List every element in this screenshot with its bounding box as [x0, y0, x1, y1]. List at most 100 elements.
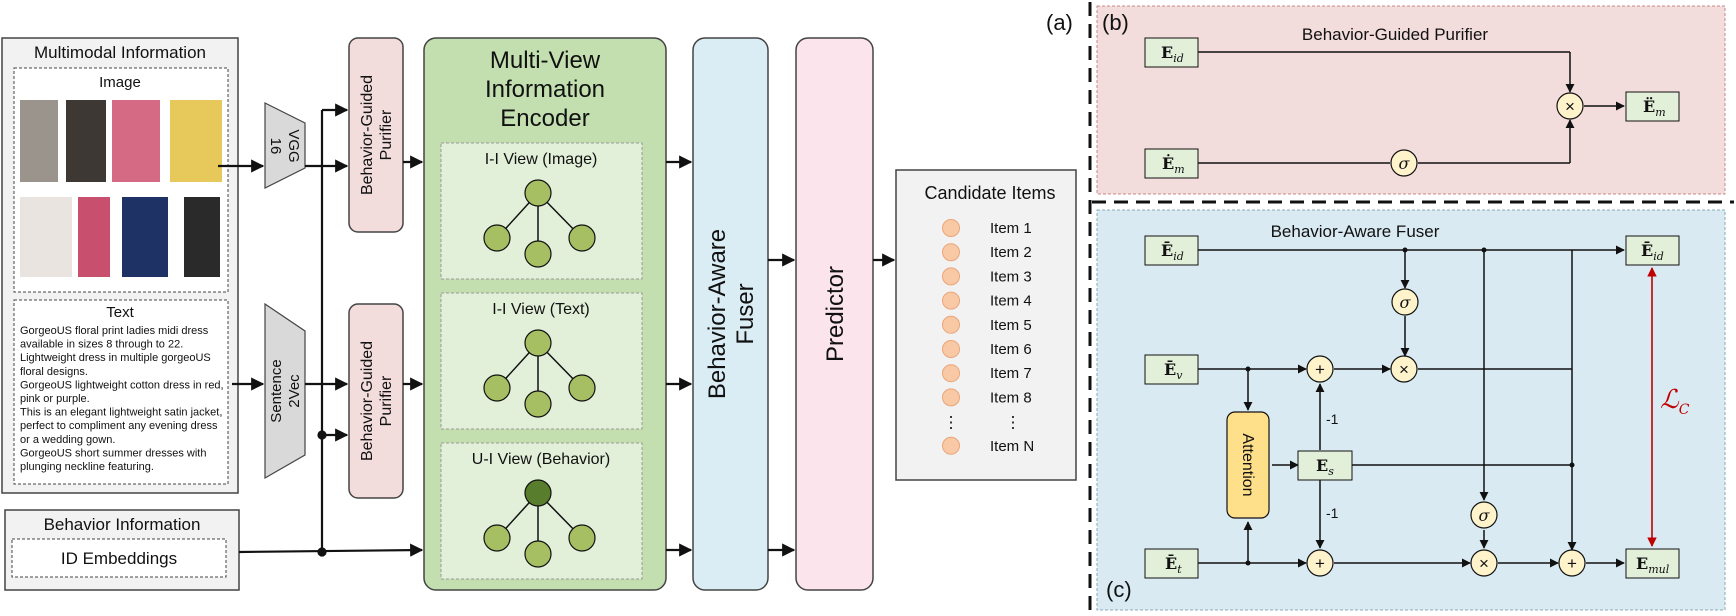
behavior-aware-fuser: Behavior-AwareFuser	[692, 37, 769, 591]
product-image-3	[112, 100, 160, 182]
svg-text:σ: σ	[1399, 154, 1411, 173]
sentence2vec-label: Sentence2Vec	[268, 359, 303, 422]
candidate-item-dot	[942, 388, 960, 407]
candidate-item-label: Item 3	[990, 268, 1032, 285]
text-description-line: This is an elegant lightweight satin jac…	[20, 407, 222, 419]
predictor-label: Predictor	[822, 266, 849, 362]
sentence2vec-extractor: Sentence2Vec	[264, 302, 306, 480]
candidate-item-dot	[942, 340, 960, 358]
panel-c-title: Behavior-Aware Fuser	[1271, 222, 1440, 241]
view-text-label: I-I View (Text)	[492, 301, 590, 318]
text-description-line: perfect to compliment any evening dress	[20, 420, 218, 432]
product-image-4	[170, 100, 222, 182]
svg-text:Emul: Emul	[1636, 554, 1670, 576]
product-image-1	[20, 100, 58, 182]
svg-text:Ëm: Ëm	[1643, 96, 1666, 119]
image-section-title: Image	[99, 74, 141, 91]
vgg-label: VGG16	[267, 129, 302, 162]
encoder-title-line3: Encoder	[500, 105, 589, 132]
c-e-mul-box: Emul	[1625, 548, 1680, 579]
panel-b-purifier-detail: (b) Behavior-Guided Purifier Eid Ėm Ëm ×	[1096, 5, 1726, 195]
svg-text:Ēid: Ēid	[1641, 240, 1664, 263]
panel-label-b: (b)	[1102, 10, 1129, 35]
candidate-item-label: Item 5	[990, 317, 1032, 334]
text-description-lines: GorgeoUS floral print ladies midi dressa…	[20, 325, 224, 473]
graph-icon-behavior	[483, 479, 596, 568]
product-image-6	[78, 197, 110, 277]
text-section-title: Text	[106, 304, 134, 321]
panel-separators	[1088, 2, 1734, 614]
view-image-label: I-I View (Image)	[485, 151, 598, 168]
main-flow-arrows	[218, 103, 896, 557]
text-description-line: floral designs.	[20, 366, 88, 378]
graph-icon-text	[483, 329, 596, 418]
candidate-item-dot	[942, 436, 960, 455]
b-e-m-box: Ėm	[1144, 148, 1199, 179]
svg-text:×: ×	[1565, 97, 1575, 116]
multi-view-information-encoder: Multi-View Information Encoder I-I View …	[423, 37, 667, 591]
panel-c-fuser-detail: (c) Behavior-Aware Fuser	[1096, 209, 1726, 611]
svg-text:Ėm: Ėm	[1162, 153, 1185, 176]
c-e-id-out-box: Ēid	[1625, 235, 1680, 266]
vgg16-extractor: VGG16	[264, 102, 306, 189]
candidate-item-dot	[942, 291, 960, 310]
product-image-thumbnails	[20, 100, 222, 277]
candidate-item-label: Item 7	[990, 365, 1032, 382]
minus-one-upper: -1	[1326, 411, 1339, 427]
svg-text:Ēt: Ēt	[1165, 553, 1182, 576]
c-plus-final: +	[1558, 549, 1586, 577]
candidate-item-dot	[942, 364, 960, 383]
encoder-title-line1: Multi-View	[490, 47, 601, 74]
candidate-items-title: Candidate Items	[924, 183, 1055, 203]
candidate-item-label: Item N	[990, 438, 1034, 455]
c-e-t-box: Ēt	[1144, 548, 1199, 579]
svg-text:ℒC: ℒC	[1660, 385, 1690, 418]
svg-text:Attention: Attention	[1239, 433, 1256, 496]
candidate-item-label: Item 1	[990, 220, 1032, 237]
view-text: I-I View (Text)	[440, 292, 643, 430]
candidate-item-label: Item 4	[990, 293, 1032, 310]
candidate-item-dot	[942, 219, 960, 237]
text-description-line: GorgeoUS floral print ladies midi dress	[20, 325, 209, 337]
candidate-dots: ⋮	[1005, 415, 1021, 432]
product-image-2	[66, 100, 106, 182]
svg-text:Eid: Eid	[1161, 43, 1184, 65]
candidate-item-list: Item 1 Item 2 Item 3 Item 4 Item 5 Item 6 Item…	[942, 219, 1034, 455]
svg-text:×: ×	[1399, 360, 1409, 379]
graph-icon-image	[483, 179, 596, 268]
panel-label-a: (a)	[1046, 10, 1073, 35]
candidate-item-label: Item 2	[990, 244, 1032, 261]
panel-label-c: (c)	[1106, 577, 1132, 602]
candidate-item-dot	[942, 243, 960, 262]
c-e-s-box: Es	[1297, 450, 1353, 481]
c-plus-top: +	[1306, 355, 1334, 383]
text-description-line: GorgeoUS short summer dresses with	[20, 447, 206, 459]
candidate-item-label: Item 8	[990, 389, 1032, 406]
contrastive-loss-arrow: ℒC	[1647, 267, 1690, 547]
fuser-label: Behavior-AwareFuser	[704, 229, 759, 399]
c-e-id-box: Ēid	[1144, 235, 1199, 266]
svg-text:+: +	[1315, 554, 1325, 573]
candidate-item-dot	[942, 267, 960, 286]
c-plus-bottom: +	[1306, 549, 1334, 577]
svg-text:σ: σ	[1400, 293, 1412, 312]
text-description-line: pink or purple.	[20, 393, 90, 405]
minus-one-lower: -1	[1326, 505, 1339, 521]
text-description-line: plunging neckline featuring.	[20, 461, 154, 473]
product-image-7	[122, 197, 168, 277]
multimodal-title: Multimodal Information	[34, 43, 206, 62]
text-description-line: GorgeoUS lightweight cotton dress in red…	[20, 379, 224, 391]
svg-text:σ: σ	[1479, 506, 1491, 525]
c-times-bottom: ×	[1470, 549, 1498, 577]
predictor: Predictor	[795, 37, 874, 591]
text-description-line: Lightweight dress in multiple gorgeoUS	[20, 352, 211, 364]
c-attention-box: Attention	[1226, 411, 1270, 519]
candidate-item-label: Item 6	[990, 341, 1032, 358]
multimodal-information-panel: Multimodal Information Image Text Gorgeo…	[1, 37, 239, 494]
panel-b-title: Behavior-Guided Purifier	[1302, 25, 1488, 44]
b-sigma-op: σ	[1390, 149, 1418, 177]
svg-text:Es: Es	[1316, 456, 1334, 478]
